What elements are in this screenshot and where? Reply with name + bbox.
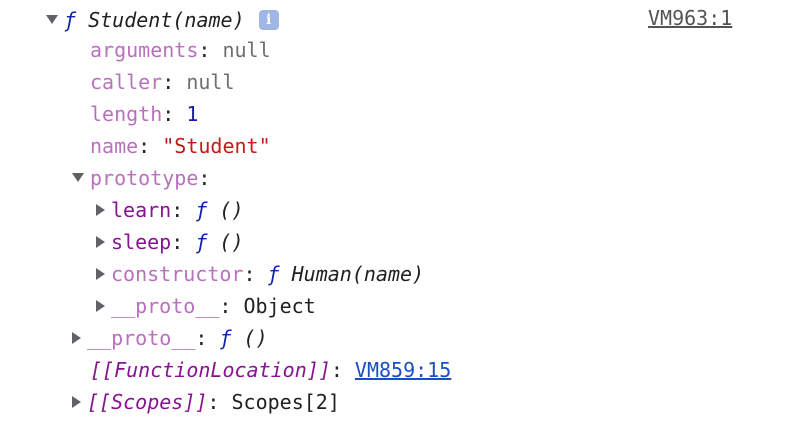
- property-value: 1: [186, 102, 199, 126]
- property-separator: :: [195, 326, 220, 350]
- property-row-prototype[interactable]: prototype:: [72, 162, 210, 194]
- function-signature: Human(name): [279, 262, 425, 286]
- triangle-down-icon[interactable]: [72, 173, 84, 182]
- property-row-caller: caller: null: [90, 66, 235, 98]
- property-key: sleep: [111, 230, 172, 254]
- triangle-right-icon[interactable]: [72, 395, 81, 408]
- property-row-length: length: 1: [90, 98, 198, 130]
- property-key: __proto__: [111, 294, 220, 318]
- property-value: "Student": [162, 134, 271, 158]
- property-separator: :: [138, 134, 163, 158]
- property-value: null: [186, 70, 235, 94]
- function-signature: (): [207, 198, 244, 222]
- property-row-prototype-proto[interactable]: __proto__: Object: [96, 290, 316, 322]
- property-separator: :: [207, 390, 232, 414]
- property-separator: :: [171, 230, 196, 254]
- source-location-link[interactable]: VM963:1: [648, 6, 733, 30]
- property-row-name: name: "Student": [90, 130, 271, 162]
- property-key: [[Scopes]]: [87, 390, 208, 414]
- property-row-proto[interactable]: __proto__: ƒ (): [72, 322, 268, 354]
- property-value: Object: [243, 294, 316, 318]
- triangle-right-icon[interactable]: [96, 203, 105, 216]
- property-key: learn: [111, 198, 172, 222]
- property-row-scopes[interactable]: [[Scopes]]: Scopes[2]: [72, 386, 340, 418]
- property-row-arguments: arguments: null: [90, 34, 271, 66]
- property-separator: :: [171, 198, 196, 222]
- function-keyword: ƒ: [64, 8, 77, 32]
- property-separator: :: [198, 38, 223, 62]
- function-signature: (): [207, 230, 244, 254]
- property-key: constructor: [111, 262, 244, 286]
- property-key: [[FunctionLocation]]: [90, 358, 331, 382]
- triangle-down-icon[interactable]: [46, 15, 58, 24]
- function-signature: Student(name): [88, 8, 245, 32]
- function-header-row[interactable]: ƒ Student(name) i: [46, 4, 279, 36]
- function-signature: (): [231, 326, 268, 350]
- triangle-right-icon[interactable]: [72, 331, 81, 344]
- triangle-right-icon[interactable]: [96, 299, 105, 312]
- property-row-sleep[interactable]: sleep: ƒ (): [96, 226, 243, 258]
- property-separator: :: [330, 358, 355, 382]
- property-separator: :: [198, 166, 211, 190]
- property-key: __proto__: [87, 326, 196, 350]
- property-separator: :: [243, 262, 268, 286]
- property-key: caller: [90, 70, 163, 94]
- property-value: Scopes[2]: [231, 390, 340, 414]
- property-separator: :: [162, 102, 187, 126]
- property-key: prototype: [90, 166, 199, 190]
- property-value: null: [222, 38, 271, 62]
- property-row-constructor[interactable]: constructor: ƒ Human(name): [96, 258, 424, 290]
- info-icon[interactable]: i: [258, 10, 279, 30]
- function-keyword: ƒ: [195, 230, 208, 254]
- property-separator: :: [162, 70, 187, 94]
- property-key: name: [90, 134, 139, 158]
- property-row-learn[interactable]: learn: ƒ (): [96, 194, 243, 226]
- property-key: arguments: [90, 38, 199, 62]
- property-row-function-location: [[FunctionLocation]]: VM859:15: [90, 354, 451, 386]
- function-keyword: ƒ: [195, 198, 208, 222]
- property-key: length: [90, 102, 163, 126]
- triangle-right-icon[interactable]: [96, 267, 105, 280]
- property-separator: :: [219, 294, 244, 318]
- function-keyword: ƒ: [219, 326, 232, 350]
- function-keyword: ƒ: [267, 262, 280, 286]
- function-location-link[interactable]: VM859:15: [354, 358, 452, 382]
- triangle-right-icon[interactable]: [96, 235, 105, 248]
